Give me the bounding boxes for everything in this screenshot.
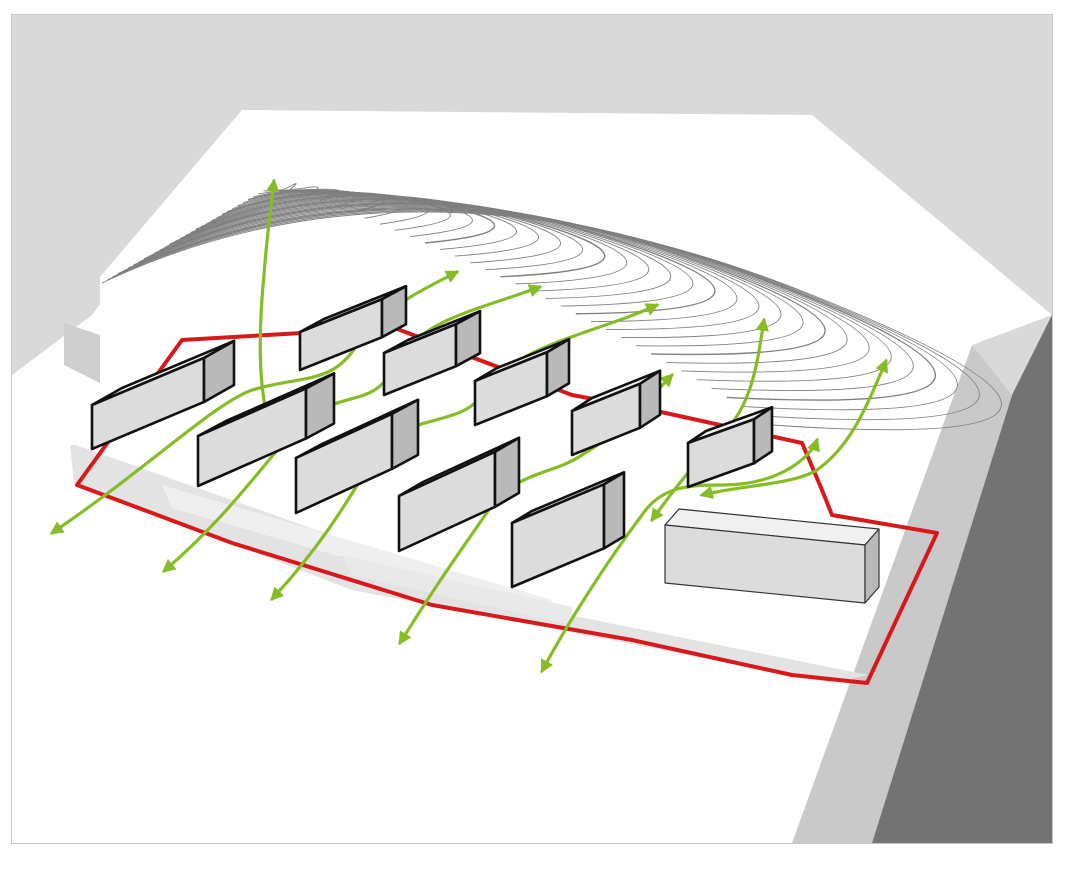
contour-line — [117, 207, 936, 401]
contour-line — [107, 210, 980, 421]
building-side — [380, 284, 408, 339]
buildings — [90, 284, 880, 604]
building-side — [454, 309, 482, 368]
building-side — [864, 528, 880, 604]
wind-arrow-8 — [699, 358, 888, 499]
building-block-icon — [570, 369, 662, 457]
contour-line — [164, 199, 738, 322]
building-block-icon — [298, 284, 408, 372]
contour-line — [174, 197, 694, 307]
building-block-icon — [397, 436, 521, 553]
building-block-icon — [510, 471, 626, 589]
contour-line — [185, 196, 649, 292]
site-diagram — [12, 15, 1052, 843]
contour-line — [169, 198, 716, 315]
building-block-icon — [294, 398, 420, 515]
building-side — [545, 337, 571, 398]
wind-arrow-6 — [257, 178, 280, 418]
ground-side-dark — [872, 315, 1052, 843]
building-side — [390, 398, 420, 471]
building-side — [752, 405, 774, 465]
building-block-icon — [686, 405, 774, 489]
contour-line — [112, 209, 958, 411]
building-block-icon — [90, 339, 236, 451]
building-side — [638, 369, 662, 430]
building-side — [493, 436, 521, 509]
contour-line — [138, 204, 848, 364]
building-block-icon — [382, 309, 482, 397]
contour-line — [190, 195, 627, 285]
contour-line — [143, 202, 826, 356]
building-side — [304, 372, 336, 440]
building-block-icon — [664, 508, 880, 604]
contour-line — [101, 211, 1002, 431]
wind-arrows — [49, 178, 888, 674]
diagram-frame — [11, 14, 1053, 844]
building-block-icon — [473, 337, 571, 427]
building-side — [602, 471, 626, 550]
ground-side-light — [792, 345, 1012, 843]
contour-line — [148, 202, 804, 347]
building-side — [202, 339, 236, 404]
building-block-icon — [196, 372, 336, 488]
contour-line — [179, 197, 672, 300]
